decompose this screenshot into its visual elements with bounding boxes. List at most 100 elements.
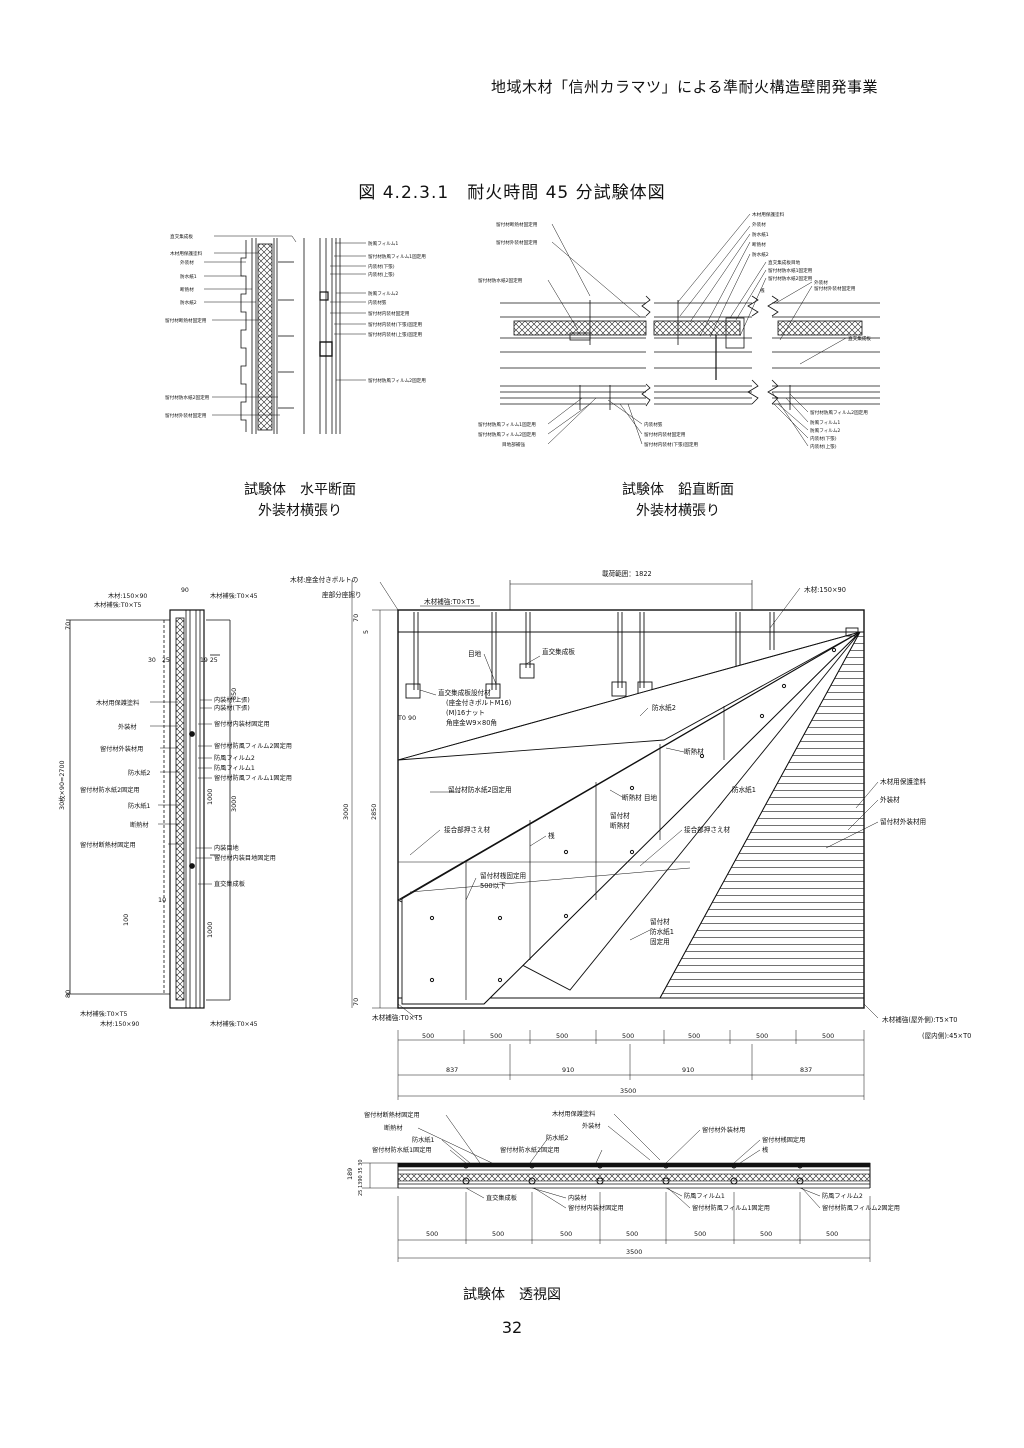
elev-label: 木材:150×90 — [108, 592, 147, 600]
plan-label: 防風フィルム1 — [684, 1192, 725, 1200]
persp-label: 外装材 — [880, 795, 900, 804]
elev-dim: 1000 — [206, 789, 214, 805]
plan-dim: 500 — [426, 1230, 438, 1238]
vsec-label: 留付材内装材固定用 — [644, 431, 686, 438]
persp-dim: 3000 — [342, 804, 350, 820]
elev-label: 留付材防風フィルム2固定用 — [214, 742, 292, 750]
persp-dim: 500 — [622, 1032, 634, 1040]
persp-dim: 70 — [352, 998, 360, 1006]
vsec-label: 内装材(下張) — [810, 435, 837, 442]
elev-dim: 70 — [64, 622, 72, 630]
hsec-label: 木材用保護塗料 — [170, 250, 203, 257]
plan-label: 防水紙2 — [546, 1134, 569, 1142]
persp-dim: 500 — [422, 1032, 434, 1040]
vsec-label: 防水紙2 — [752, 251, 769, 258]
plan-label: 留付材桟固定用 — [762, 1136, 805, 1144]
persp-dim: 910 — [682, 1066, 694, 1074]
hsec-label: 留付材断熱材固定用 — [165, 317, 207, 324]
persp-label: 接合部押さえ材 — [444, 825, 491, 834]
elev-label: 木材補強:T0×T5 — [80, 1010, 128, 1018]
vertical-section-leaders — [547, 213, 847, 447]
elev-label: 留付材外装材用 — [100, 745, 143, 753]
persp-dim: 2850 — [370, 804, 378, 820]
persp-label: 留付材防水紙2固定用 — [448, 785, 512, 794]
plan-label: 外装材 — [582, 1122, 601, 1130]
vsec-label: 直交集成板 — [848, 335, 871, 342]
horizontal-section-drawing — [240, 238, 341, 434]
persp-label: 桟 — [548, 831, 555, 840]
vsec-label: 直交集成板目地 — [768, 259, 801, 266]
hsec-label: 留付材防水紙2固定用 — [165, 394, 210, 401]
persp-dim: 910 — [562, 1066, 574, 1074]
plan-label: 防水紙1 — [412, 1136, 435, 1144]
plan-label: 留付材防風フィルム1固定用 — [692, 1204, 770, 1212]
hsec-label: 防風フィルム1 — [368, 240, 398, 247]
vsec-label: 留付材内装材(下張)固定用 — [644, 441, 699, 448]
insulation-mid — [653, 320, 741, 336]
hsec-label: 留付材防風フィルム2固定用 — [368, 377, 426, 384]
page-number: 32 — [501, 1318, 523, 1337]
plan-label: 内装材 — [568, 1194, 587, 1202]
vsec-label: 留付材外装材固定用 — [496, 239, 538, 246]
vsec-label: 留付材防水紙1固定用 — [768, 267, 813, 274]
plan-section-labels: 留付材断熱材固定用 断熱材 防水紙1 留付材防水紙1固定用 防水紙2 留付材防水… — [364, 1110, 900, 1212]
persp-dim: 500 — [822, 1032, 834, 1040]
plan-label: 木材用保護塗料 — [552, 1110, 595, 1118]
elev-label: 断熱材 — [130, 821, 149, 829]
persp-dim: 500 — [556, 1032, 568, 1040]
caption-horizontal-section: 試験体 水平断面 外装材横張り — [200, 480, 400, 522]
elev-dim: 19 25 — [200, 657, 218, 664]
plan-label: 留付材断熱材固定用 — [364, 1111, 420, 1119]
elev-label: 内装材(上張) — [214, 696, 250, 704]
elev-label: 留付材防風フィルム1固定用 — [214, 774, 292, 782]
vsec-label: 内装材(上張) — [810, 443, 837, 450]
horizontal-section-labels: 直交集成板 木材用保護塗料 外装材 防水紙1 断熱材 防水紙2 留付材断熱材固定… — [165, 233, 426, 419]
perspective-labels: 木材:座金付きボルトの 座部分座掘り 載荷範囲：1822 木材:150×90 木… — [290, 569, 971, 1040]
perspective-dimensions: 3000 2850 70 70 5 T0 90 500 500 500 500 … — [342, 580, 865, 1100]
persp-dim: 500 — [756, 1032, 768, 1040]
persp-label: 木材補強:T0×T5 — [372, 1013, 423, 1022]
persp-label: 木材:150×90 — [804, 585, 846, 594]
elev-dim: 3000 — [230, 796, 238, 812]
plan-label: 防風フィルム2 — [822, 1192, 863, 1200]
elev-label: 直交集成板 — [214, 880, 245, 888]
elev-dim: 90 — [181, 587, 189, 594]
persp-dim: 837 — [446, 1066, 458, 1074]
elev-dim: 100 — [122, 914, 130, 926]
elev-dim: 1000 — [206, 922, 214, 938]
persp-label: 直交集成板設付材 — [438, 688, 491, 697]
caption-vertical-line1: 試験体 鉛直断面 — [622, 482, 734, 498]
plan-label: 留付材防水紙2固定用 — [500, 1146, 560, 1154]
plan-section-dimensions: 500 500 500 500 500 500 500 3500 189 25 … — [346, 1159, 871, 1262]
elev-label: 防風フィルム2 — [214, 754, 255, 762]
plan-label: 断熱材 — [384, 1124, 403, 1132]
vsec-label: 留付材防水紙2固定用 — [768, 275, 813, 282]
persp-dim: 500 — [688, 1032, 700, 1040]
persp-dim: 3500 — [620, 1087, 636, 1095]
persp-label: 留付材外装材用 — [880, 817, 926, 826]
plan-section-drawing — [397, 1162, 871, 1189]
persp-label: 載荷範囲：1822 — [602, 569, 652, 578]
hsec-label: 外装材 — [180, 259, 194, 266]
insulation-layer — [257, 243, 273, 431]
hsec-label: 留付材内装材固定用 — [368, 310, 410, 317]
persp-label: 断熱材 目地 — [622, 793, 657, 802]
vsec-label: 防風フィルム1 — [810, 419, 840, 426]
vsec-label: 留付材外装材固定用 — [814, 285, 856, 292]
persp-label: 留付材桟固定用 — [480, 871, 526, 880]
plan-label: 桟 — [762, 1146, 768, 1154]
elev-label: 木材補強:T0×45 — [210, 592, 258, 600]
persp-label: 固定用 — [650, 937, 670, 946]
elev-dim: 10 — [158, 896, 166, 904]
running-header: 地域木材「信州カラマツ」による準耐火構造壁開発事業 — [490, 78, 878, 96]
vsec-label: 断熱材 — [752, 241, 766, 248]
plan-dim: 500 — [560, 1230, 572, 1238]
elev-label: 内装目地 — [214, 844, 239, 852]
vsec-label: 留付材防水紙2固定用 — [478, 277, 523, 284]
vsec-label: 木材用保護塗料 — [752, 211, 785, 218]
persp-label: 留付材 — [610, 811, 630, 820]
hsec-label: 内装材張 — [368, 299, 387, 306]
vsec-label: 目地部補強 — [502, 441, 525, 448]
vsec-label: 留付材断熱材固定用 — [496, 221, 538, 228]
elev-label: 防水紙1 — [128, 802, 151, 810]
